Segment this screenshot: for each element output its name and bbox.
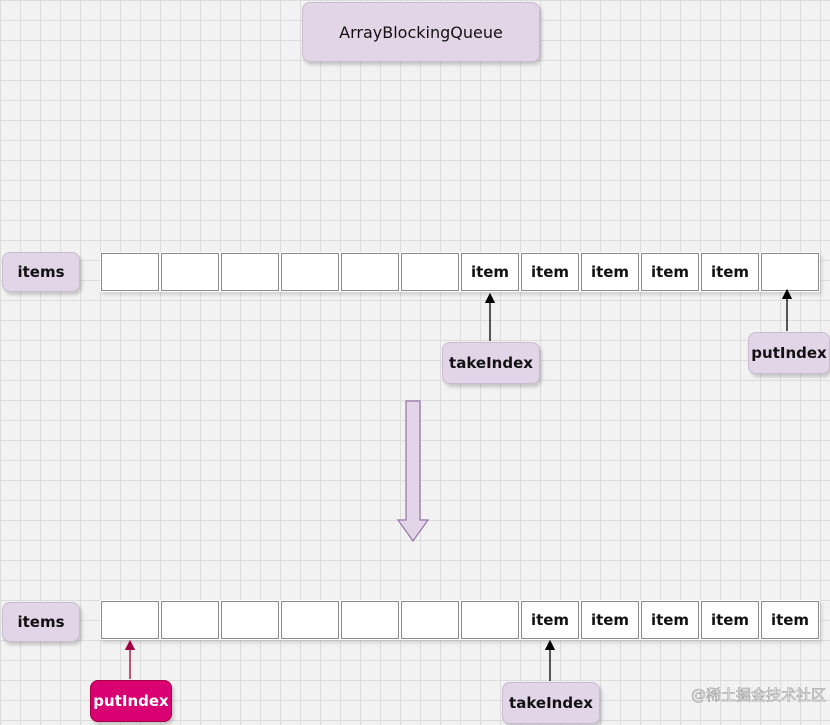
after-cell-8: item [580,600,640,640]
after-cell-11: item [760,600,820,640]
put-index-label-after: putIndex [90,680,172,722]
diagram-title: ArrayBlockingQueue [302,2,540,62]
after-cell-9: item [640,600,700,640]
before-cell-11 [760,252,820,292]
after-cell-5 [400,600,460,640]
before-cell-10: item [700,252,760,292]
after-cell-0 [100,600,160,640]
before-cell-9: item [640,252,700,292]
take-index-label-after: takeIndex [502,682,600,724]
items-label-before: items [2,252,80,292]
before-cell-3 [280,252,340,292]
after-cell-2 [220,600,280,640]
after-cell-1 [160,600,220,640]
before-cell-7: item [520,252,580,292]
after-cell-7: item [520,600,580,640]
put-index-label-before: putIndex [748,332,830,374]
after-cell-4 [340,600,400,640]
watermark: @稀土掘金技术社区 [691,686,826,704]
after-cell-10: item [700,600,760,640]
before-cell-8: item [580,252,640,292]
before-cell-2 [220,252,280,292]
after-cell-3 [280,600,340,640]
before-cell-1 [160,252,220,292]
before-cell-6: item [460,252,520,292]
before-cell-5 [400,252,460,292]
before-cell-0 [100,252,160,292]
items-label-after: items [2,602,80,642]
transition-down-arrow [396,400,430,543]
take-index-label-before: takeIndex [442,342,540,384]
before-cell-4 [340,252,400,292]
after-cell-6 [460,600,520,640]
